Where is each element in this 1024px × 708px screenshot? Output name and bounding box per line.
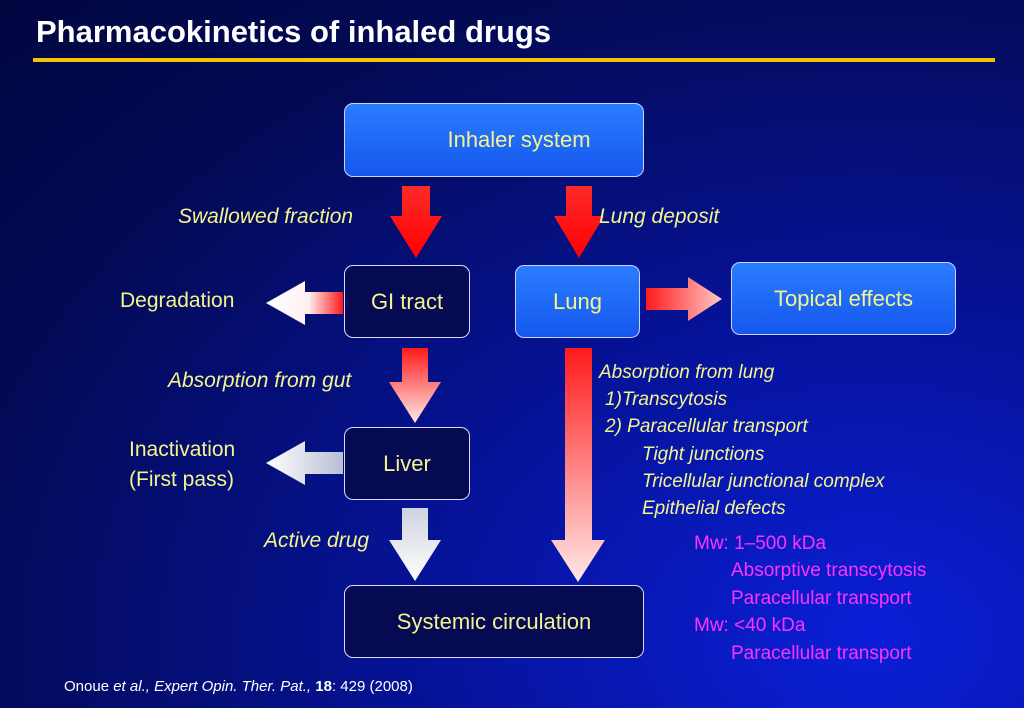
- degradation-label: Degradation: [120, 289, 235, 312]
- first-pass-label: (First pass): [129, 468, 234, 491]
- molecular-weight-notes: Mw: 1–500 kDa Absorptive transcytosis Pa…: [694, 530, 926, 667]
- liver-box: Liver: [344, 427, 470, 500]
- arrow-swallowed: [390, 186, 442, 258]
- topical-effects-box: Topical effects: [731, 262, 956, 335]
- title-underline: [33, 58, 995, 62]
- paracellular-item: 2) Paracellular transport: [605, 416, 808, 438]
- arrow-active-drug: [389, 508, 441, 581]
- arrow-absorption-lung: [551, 348, 605, 582]
- tight-junctions-item: Tight junctions: [642, 443, 765, 465]
- lung-deposit-label: Lung deposit: [599, 205, 720, 228]
- citation-authors: Onoue: [64, 678, 110, 695]
- inactivation-label: Inactivation: [129, 438, 236, 461]
- active-drug-label: Active drug: [264, 529, 370, 552]
- citation: Onoue et al., Expert Opin. Ther. Pat., 1…: [64, 678, 413, 695]
- arrow-topical: [646, 277, 722, 321]
- citation-volume: 18: [315, 678, 332, 695]
- mw-range-2-paracellular: Paracellular transport: [731, 642, 912, 664]
- mw-range-1: Mw: 1–500 kDa: [694, 533, 827, 554]
- arrow-absorption-gut: [389, 348, 441, 423]
- slide-title: Pharmacokinetics of inhaled drugs: [36, 14, 552, 49]
- arrow-inactivation: [266, 441, 343, 485]
- swallowed-fraction-label: Swallowed fraction: [178, 205, 354, 228]
- systemic-circulation-box: Systemic circulation: [344, 585, 644, 658]
- epithelial-defects-item: Epithelial defects: [642, 498, 786, 520]
- absorption-lung-heading: Absorption from lung: [599, 362, 775, 383]
- citation-pages: : 429 (2008): [331, 678, 413, 695]
- mw-range-1-paracellular: Paracellular transport: [731, 587, 912, 609]
- tricellular-item: Tricellular junctional complex: [642, 470, 885, 492]
- citation-journal: Expert Opin. Ther. Pat.,: [154, 678, 312, 695]
- mw-range-2: Mw: <40 kDa: [694, 615, 806, 637]
- lung-box: Lung: [515, 265, 640, 338]
- citation-etal: et al.,: [113, 678, 150, 695]
- transcytosis-item: 1)Transcytosis: [605, 389, 728, 411]
- absorption-gut-label: Absorption from gut: [168, 369, 352, 392]
- mw-range-1-absorptive: Absorptive transcytosis: [731, 560, 927, 582]
- absorption-lung-list: Absorption from lung 1)Transcytosis 2) P…: [599, 359, 885, 522]
- arrow-lung-deposit: [554, 186, 604, 258]
- inhaler-system-box: Inhaler system: [344, 103, 644, 177]
- gi-tract-box: GI tract: [344, 265, 470, 338]
- arrow-degradation: [266, 281, 343, 325]
